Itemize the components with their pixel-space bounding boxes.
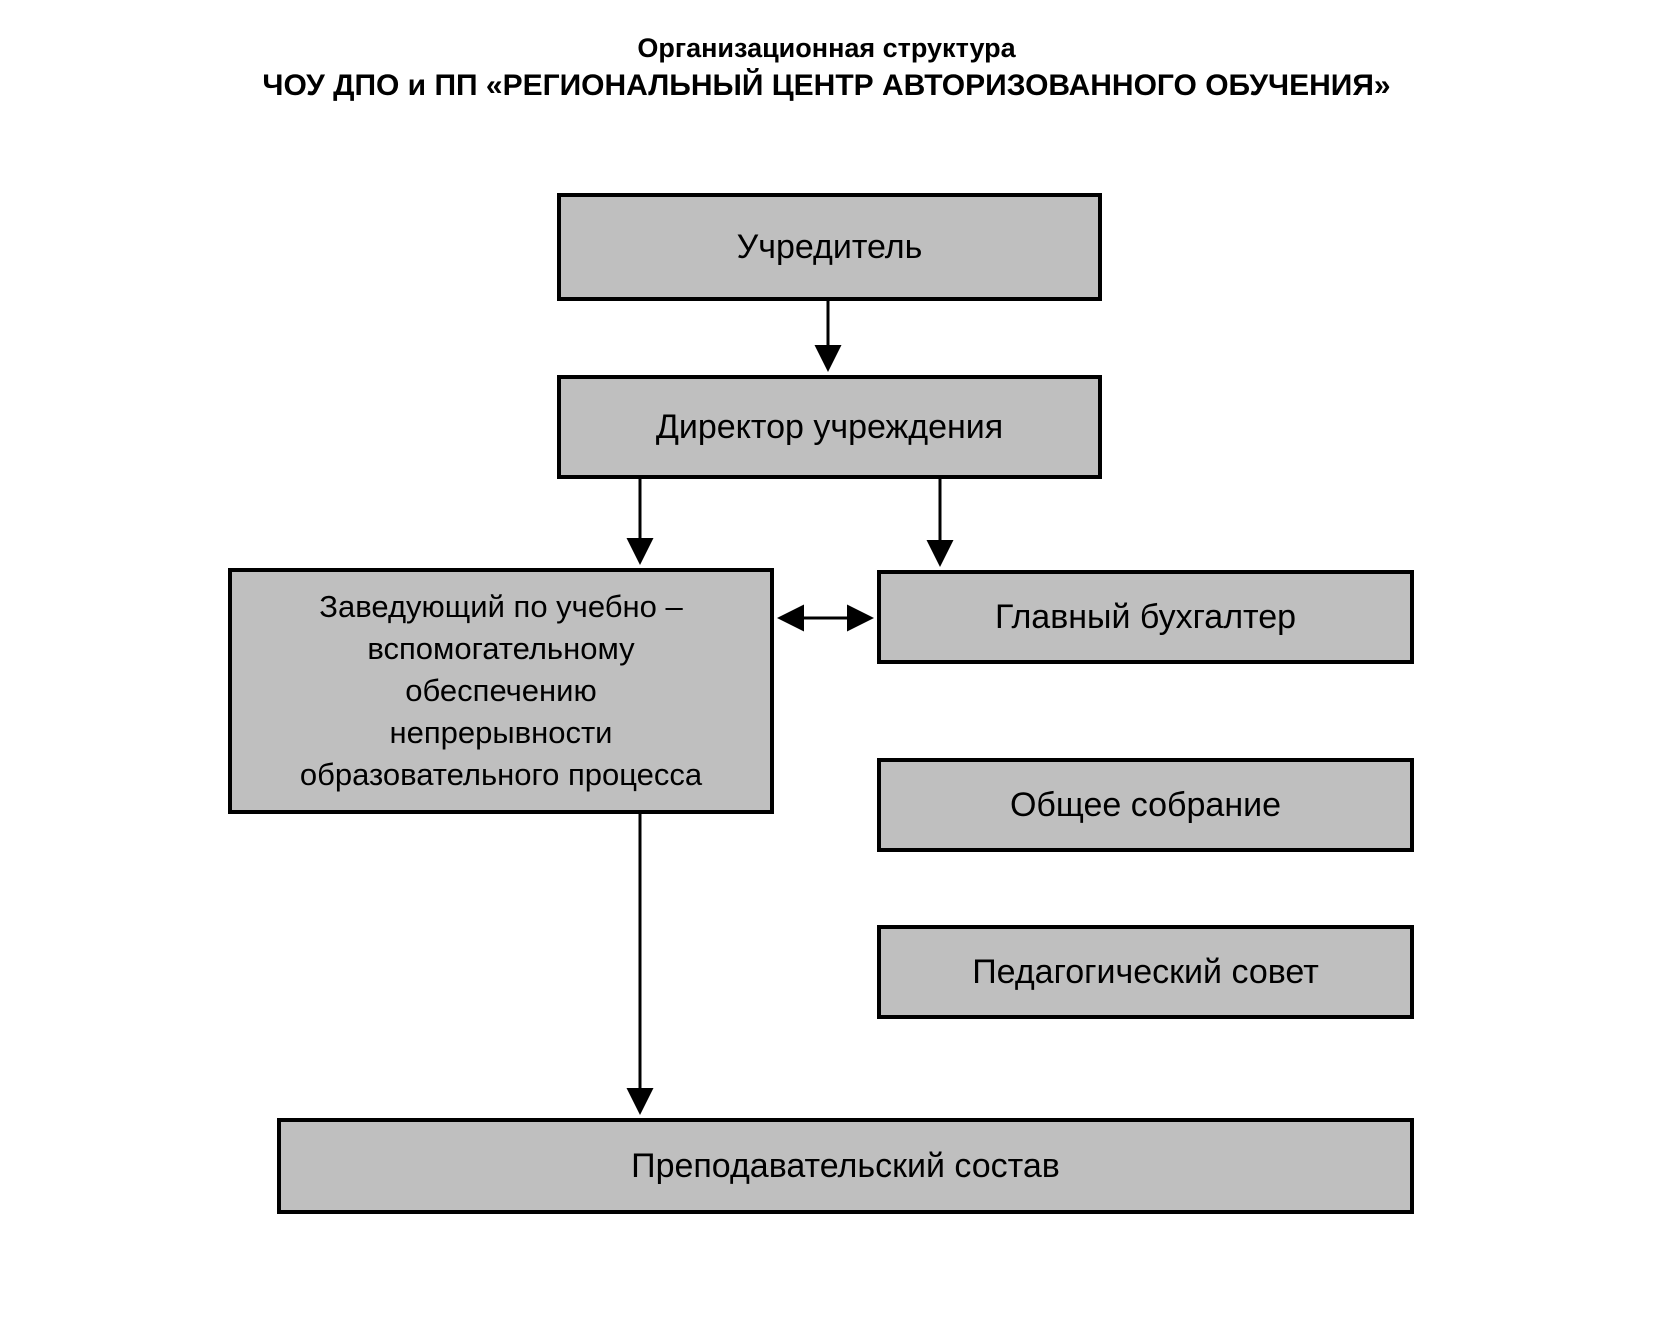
- node-general-assembly[interactable]: Общее собрание: [877, 758, 1414, 852]
- chart-title: Организационная структура ЧОУ ДПО и ПП «…: [0, 30, 1653, 106]
- node-teaching-staff[interactable]: Преподавательский состав: [277, 1118, 1414, 1214]
- node-founder[interactable]: Учредитель: [557, 193, 1102, 301]
- chart-title-line-2: ЧОУ ДПО и ПП «РЕГИОНАЛЬНЫЙ ЦЕНТР АВТОРИЗ…: [262, 69, 1391, 102]
- node-director[interactable]: Директор учреждения: [557, 375, 1102, 479]
- node-chief-accountant[interactable]: Главный бухгалтер: [877, 570, 1414, 664]
- chart-title-line-1: Организационная структура: [637, 33, 1016, 63]
- node-pedagogical-council[interactable]: Педагогический совет: [877, 925, 1414, 1019]
- node-deputy-educational-support[interactable]: Заведующий по учебно – вспомогательному …: [228, 568, 774, 814]
